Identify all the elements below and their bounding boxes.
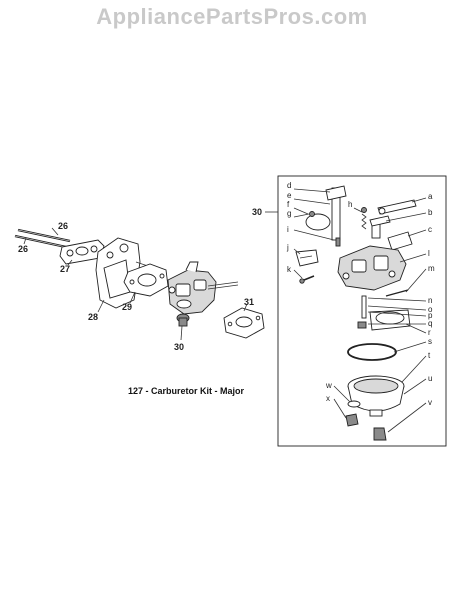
gasket-29[interactable] (123, 263, 169, 297)
bowl-washer[interactable] (347, 400, 361, 408)
label-u: u (428, 374, 432, 383)
screw-k[interactable] (299, 275, 315, 284)
label-g: g (287, 209, 291, 218)
main-jet[interactable] (357, 321, 367, 329)
idle-jet[interactable] (295, 237, 341, 267)
label-a: a (428, 192, 433, 201)
throttle-shaft[interactable] (325, 185, 347, 241)
label-o: o (428, 305, 433, 314)
watermark: AppliancePartsPros.com (96, 4, 368, 29)
choke-lever[interactable] (369, 199, 417, 239)
label-l: l (428, 249, 430, 258)
screw-g[interactable] (309, 211, 315, 217)
label-28: 28 (88, 312, 98, 322)
stud-26-lower[interactable] (14, 234, 67, 249)
label-k: k (287, 265, 292, 274)
gasket-27[interactable] (59, 239, 105, 265)
label-q: q (428, 319, 432, 328)
label-c: c (428, 225, 432, 234)
label-x: x (326, 394, 330, 403)
stud-26-upper[interactable] (17, 228, 71, 243)
label-31: 31 (244, 297, 254, 307)
drain-screw[interactable] (373, 427, 387, 441)
label-j: j (286, 243, 289, 252)
spring-h[interactable] (361, 207, 367, 230)
diagram-caption: 127 - Carburetor Kit - Major (128, 386, 245, 396)
label-w: w (325, 381, 332, 390)
label-30-main: 30 (174, 342, 184, 352)
label-b: b (428, 208, 433, 217)
label-e: e (287, 191, 292, 200)
label-t: t (428, 351, 431, 360)
label-26-lower: 26 (18, 244, 28, 254)
carburetor-body[interactable] (337, 245, 407, 291)
label-d: d (287, 181, 291, 190)
detail-box (277, 175, 447, 447)
main-nozzle[interactable] (361, 295, 367, 319)
label-p: p (428, 311, 433, 320)
bowl-gasket[interactable] (347, 343, 397, 361)
choke-plate[interactable] (387, 231, 413, 251)
label-26-upper: 26 (58, 221, 68, 231)
label-n: n (428, 296, 432, 305)
bowl-bolt[interactable] (345, 413, 359, 427)
label-27: 27 (60, 264, 70, 274)
gasket-31[interactable] (223, 307, 265, 339)
label-m: m (428, 264, 435, 273)
label-s: s (428, 337, 432, 346)
label-29: 29 (122, 302, 132, 312)
float-pin[interactable] (385, 289, 409, 297)
throttle-plate[interactable] (305, 213, 331, 231)
label-v: v (428, 398, 432, 407)
float-bowl[interactable] (347, 375, 405, 417)
label-h: h (348, 200, 352, 209)
float[interactable] (369, 309, 411, 331)
label-f: f (287, 200, 290, 209)
carburetor-30[interactable] (167, 261, 239, 327)
label-r: r (428, 328, 431, 337)
label-30-detail: 30 (252, 207, 262, 217)
label-i: i (287, 225, 289, 234)
